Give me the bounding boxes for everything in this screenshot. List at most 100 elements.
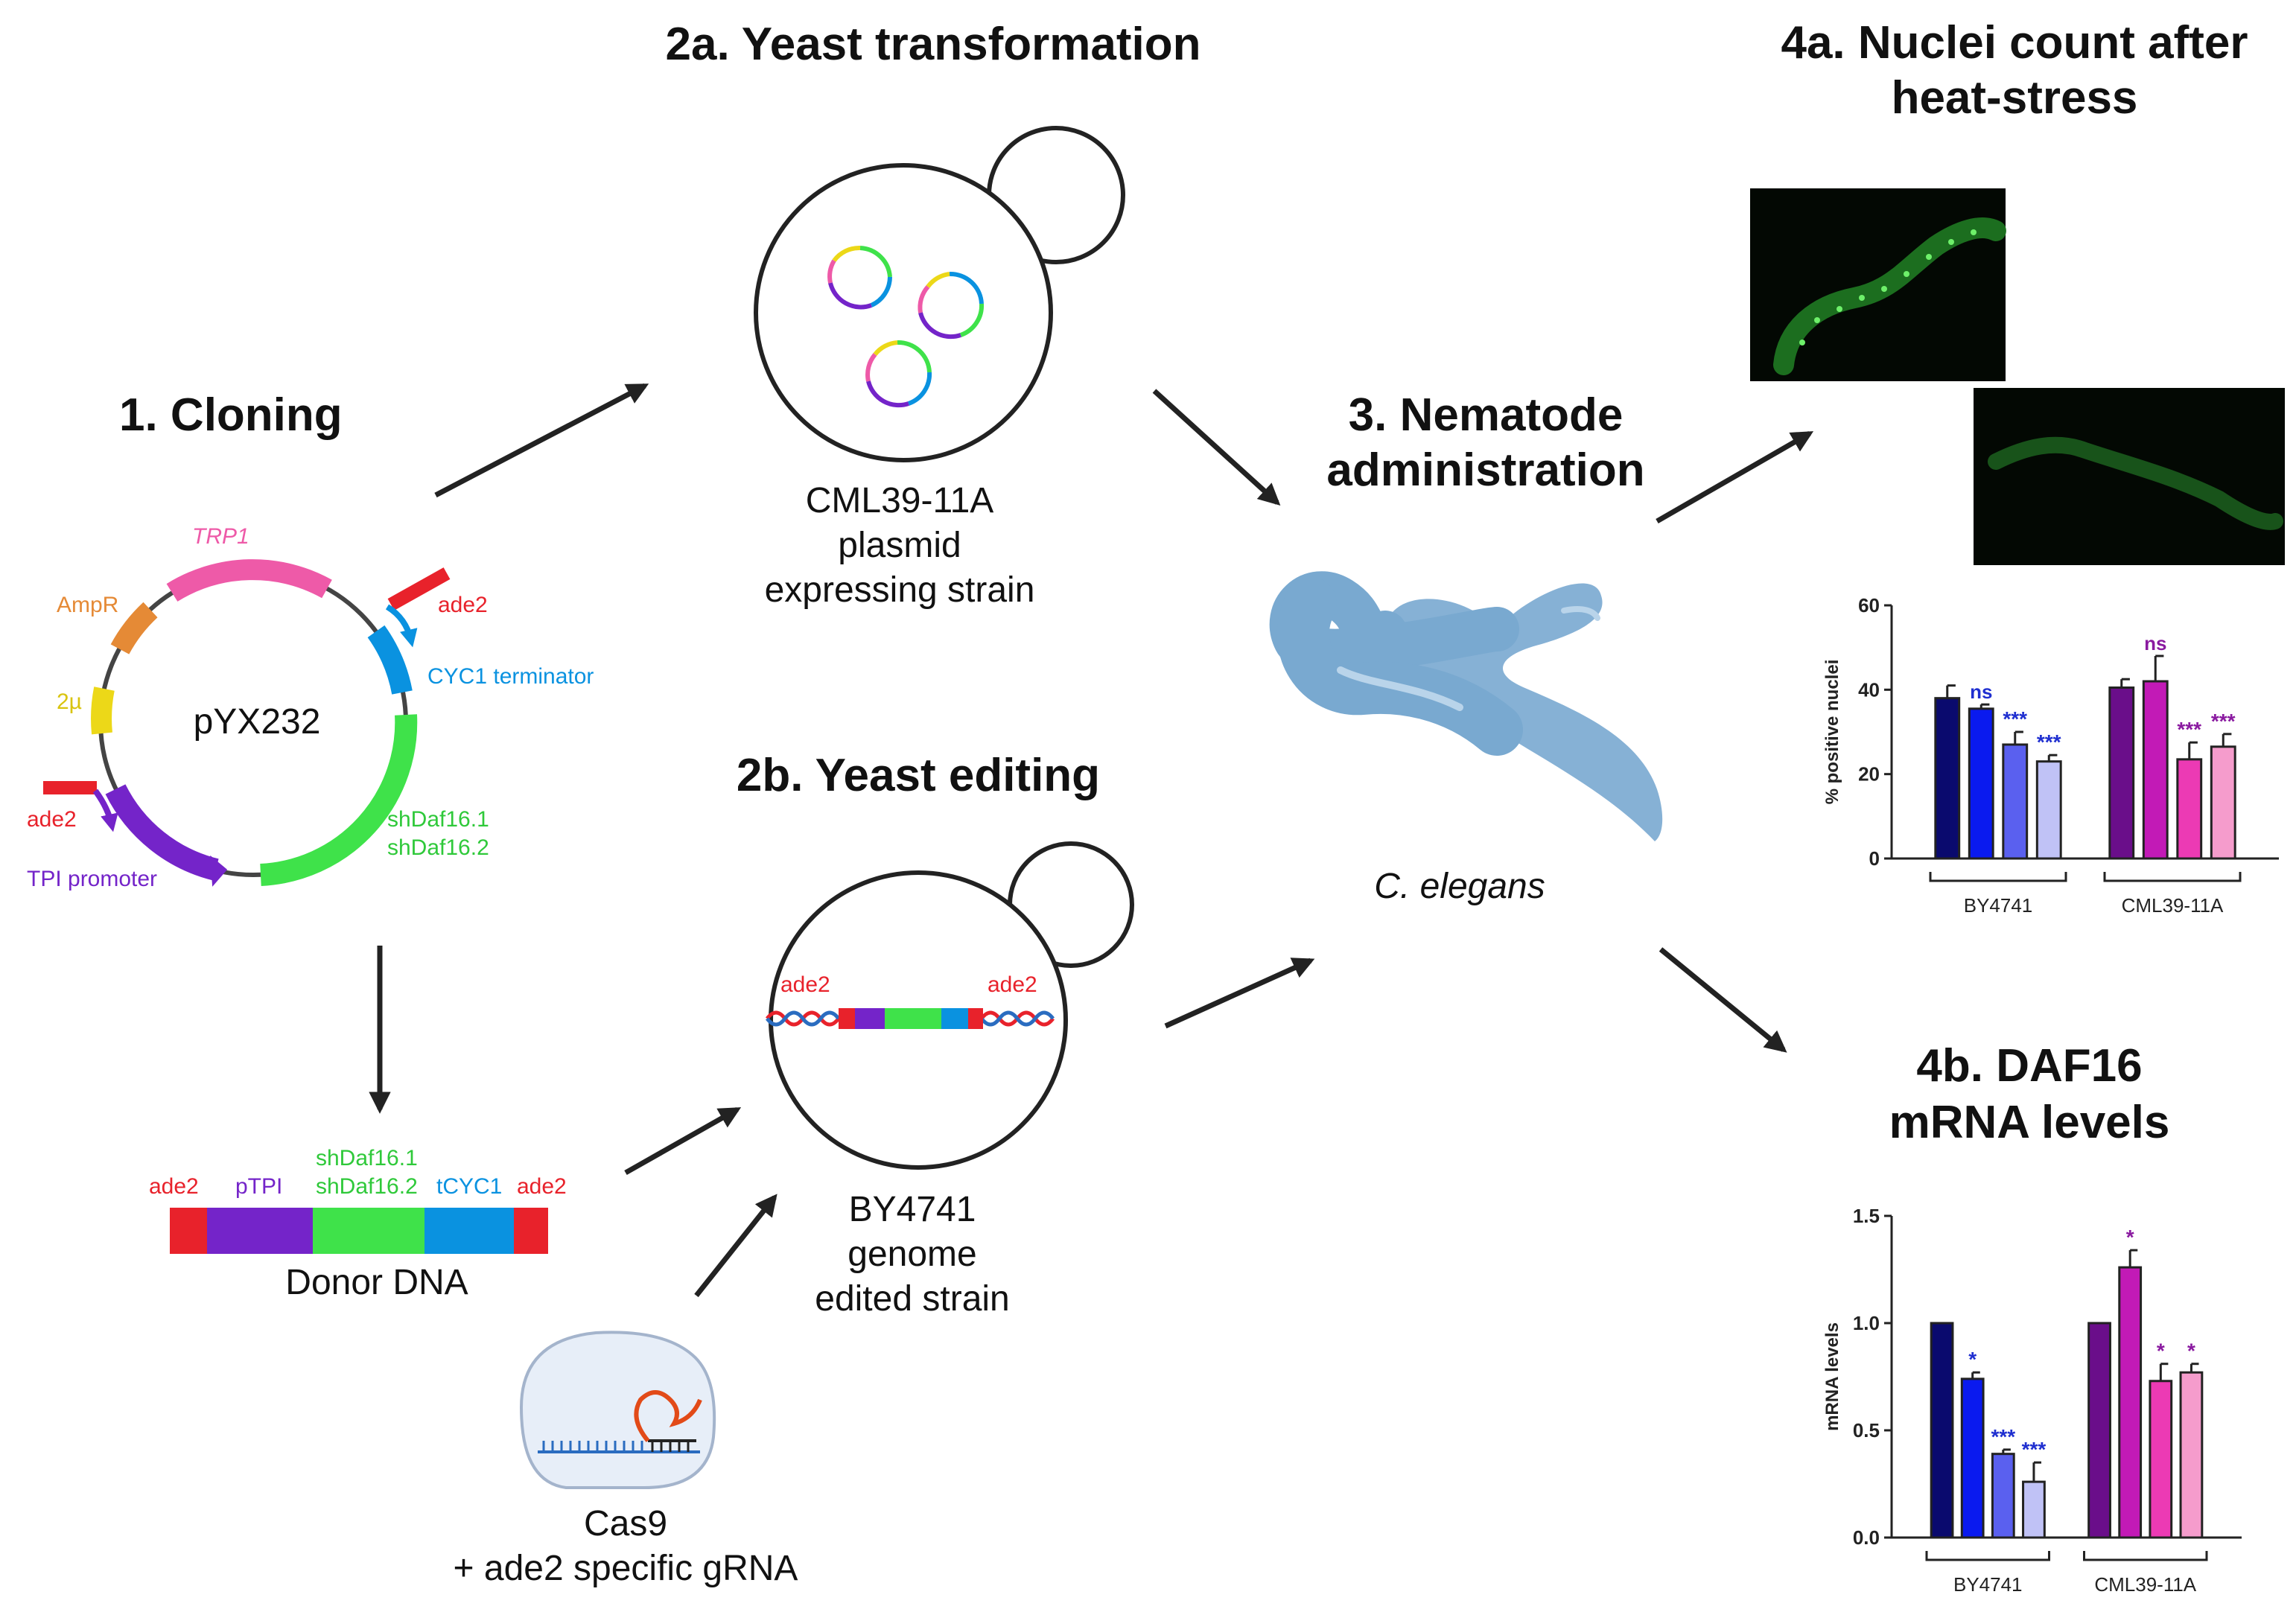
y-axis-label: % positive nuclei — [1822, 660, 1842, 805]
c-elegans-label: C. elegans — [1374, 867, 1545, 906]
bar — [1991, 1453, 2015, 1539]
plasmid-icon — [827, 246, 892, 310]
plasmid-icon — [918, 271, 985, 340]
bar — [2087, 1322, 2111, 1539]
arrow-cas9-to-editing — [694, 1194, 777, 1298]
step2b-ade2-right: ade2 — [988, 972, 1037, 997]
arrow-cloning-to-transformation — [434, 383, 649, 498]
bar — [2108, 686, 2135, 860]
bar — [2210, 745, 2236, 860]
significance-label: *** — [2177, 718, 2201, 741]
arrow-transformation-to-nematode — [1152, 389, 1281, 506]
bar — [1968, 707, 1994, 860]
significance-label: * — [2126, 1226, 2134, 1249]
significance-label: *** — [2003, 707, 2027, 730]
y-tick-label: 0.0 — [1853, 1526, 1880, 1549]
group-bracket — [2103, 872, 2242, 882]
yeast-cell-transformation — [754, 126, 1125, 462]
label-shdaf16-1: shDaf16.1 — [387, 807, 489, 832]
y-axis-label: mRNA levels — [1822, 1322, 1842, 1431]
step4a-title-line1: 4a. Nuclei count after — [1781, 17, 2248, 69]
flow-arrows — [369, 383, 1814, 1298]
significance-label: *** — [1991, 1425, 2015, 1448]
donor-ade2-left: ade2 — [149, 1174, 199, 1199]
significance-label: *** — [2022, 1438, 2047, 1461]
bar — [2022, 1480, 2046, 1539]
bar — [2142, 680, 2169, 860]
step2b-caption-line3: edited strain — [815, 1279, 1010, 1319]
step2b-ade2-left: ade2 — [780, 972, 830, 997]
step2a-caption-line3: expressing strain — [765, 570, 1035, 610]
group-label: CML39-11A — [2094, 1573, 2196, 1596]
bar — [1934, 697, 1961, 860]
bar — [2176, 758, 2203, 860]
donor-ade2-right: ade2 — [517, 1174, 567, 1199]
y-tick-label: 0 — [1869, 847, 1880, 870]
y-tick-label: 0.5 — [1853, 1419, 1880, 1441]
step2b-caption-line2: genome — [848, 1235, 976, 1274]
significance-label: * — [1968, 1348, 1977, 1371]
yeast-cell-editing — [766, 841, 1134, 1170]
cas9-caption-line2: + ade2 specific gRNA — [454, 1549, 798, 1588]
bar — [2118, 1266, 2143, 1539]
bar — [2179, 1371, 2204, 1539]
donor-tcyc1: tCYC1 — [436, 1174, 502, 1199]
plasmid-icon — [865, 340, 932, 408]
group-label: BY4741 — [1964, 894, 2033, 917]
label-ampr: AmpR — [57, 593, 118, 617]
group-bracket — [1925, 1551, 2050, 1561]
arrow-nematode-to-mrna — [1659, 947, 1787, 1053]
bar — [1960, 1377, 1985, 1539]
donor-caption: Donor DNA — [285, 1263, 468, 1302]
step2a-title: 2a. Yeast transformation — [665, 19, 1201, 70]
group-bracket — [1929, 872, 2067, 882]
step4b-title-line2: mRNA levels — [1889, 1097, 2170, 1148]
donor-sh1: shDaf16.1 — [316, 1146, 418, 1170]
step4a-title-line2: heat-stress — [1892, 72, 2138, 124]
significance-label: *** — [2211, 710, 2236, 733]
bar — [2002, 743, 2029, 860]
step3-title-line2: administration — [1326, 445, 1644, 496]
significance-label: ns — [1970, 681, 1992, 703]
significance-label: *** — [2037, 730, 2061, 754]
donor-sh2: shDaf16.2 — [316, 1174, 418, 1199]
arrow-editing-to-nematode — [1164, 958, 1315, 1029]
bar — [2035, 760, 2062, 860]
arrow-donor-to-editing — [624, 1106, 742, 1176]
cas9-complex-icon — [519, 1331, 716, 1490]
plasmid-name: pYX232 — [194, 702, 321, 742]
arrow-nematode-to-nuclei — [1656, 430, 1814, 524]
label-2mu: 2µ — [57, 689, 82, 714]
y-tick-label: 60 — [1858, 594, 1880, 617]
group-label: BY4741 — [1953, 1573, 2023, 1596]
cloning-title: 1. Cloning — [119, 389, 343, 441]
label-trp1: TRP1 — [192, 524, 249, 549]
step2b-caption-line1: BY4741 — [849, 1190, 976, 1229]
fluorescence-image-1 — [1750, 188, 2006, 381]
group-label: CML39-11A — [2122, 894, 2224, 917]
significance-label: * — [2157, 1339, 2165, 1363]
y-tick-label: 1.0 — [1853, 1312, 1880, 1334]
y-tick-label: 20 — [1858, 763, 1880, 786]
step2a-caption-line2: plasmid — [838, 526, 961, 565]
bar — [2149, 1380, 2173, 1539]
label-shdaf16-2: shDaf16.2 — [387, 835, 489, 860]
label-cyc1-terminator: CYC1 terminator — [427, 664, 594, 689]
group-bracket — [2083, 1551, 2208, 1561]
step2a-caption-line1: CML39-11A — [806, 481, 994, 520]
step2b-title: 2b. Yeast editing — [737, 750, 1100, 801]
label-ade2-top: ade2 — [438, 593, 488, 617]
step3-title-line1: 3. Nematode — [1349, 389, 1624, 441]
fluorescence-image-2 — [1974, 388, 2285, 565]
y-tick-label: 1.5 — [1853, 1205, 1880, 1227]
bar — [1930, 1322, 1954, 1539]
step4b-title-line1: 4b. DAF16 — [1916, 1040, 2142, 1092]
cas9-caption-line1: Cas9 — [584, 1504, 667, 1543]
donor-dna-bar — [170, 1208, 548, 1254]
donor-ptpi: pTPI — [235, 1174, 282, 1199]
significance-label: * — [2187, 1339, 2195, 1363]
significance-label: ns — [2144, 632, 2166, 654]
